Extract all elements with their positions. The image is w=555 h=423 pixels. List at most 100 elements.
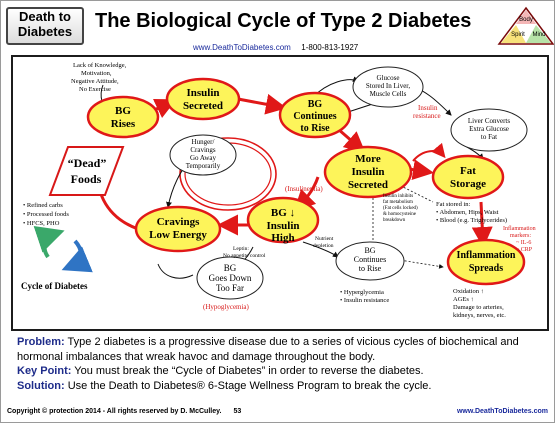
node-bgc-line1: BG — [308, 99, 323, 110]
note-markers-3: ~ IL-6 — [516, 240, 531, 246]
note-fat-stored-1: Fat stored in: — [436, 201, 470, 208]
node-more-insulin-line3: Secreted — [348, 179, 388, 191]
node-bg-continues-rise — [278, 91, 352, 139]
note-ox-1: Oxidation ↑ — [453, 288, 484, 295]
note-lack-2: Motivation, — [81, 70, 112, 77]
note-dead-1: • Refined carbs — [23, 202, 63, 209]
logo-line-2: Diabetes — [17, 24, 73, 39]
node-insulin-line1: Insulin — [186, 87, 219, 99]
node-bg-rises-line2: Rises — [111, 118, 136, 130]
solution-paragraph: Solution: Use the Death to Diabetes® 6-S… — [17, 379, 549, 394]
node-bgc-line3: to Rise — [300, 123, 330, 134]
node-bgc2-line3: to Rise — [359, 264, 382, 273]
node-bg-rises-line1: BG — [115, 105, 131, 117]
node-bgh-line1: BG ↓ — [271, 207, 295, 219]
note-nutrient-2: depletion — [313, 243, 334, 249]
body-spirit-mind-logo: Body Spirit Mind — [497, 6, 554, 45]
node-infl-line2: Spreads — [469, 263, 503, 274]
note-inhibits-3: (Fat cells locked) — [383, 206, 418, 211]
note-leptin-1: Leptin: — [233, 246, 249, 252]
node-gs-line3: Muscle Cells — [370, 90, 407, 98]
node-hunger-line3: Go Away — [190, 154, 216, 162]
node-more-insulin-line1: More — [355, 153, 381, 165]
node-bg-rises — [86, 95, 160, 139]
note-markers-1: Inflammation — [503, 225, 536, 232]
note-markers-4: ~ CRP — [516, 247, 533, 253]
keypoint-label: Key Point: — [17, 365, 72, 378]
triangle-mind-label: Mind — [532, 32, 545, 38]
node-more-insulin — [323, 145, 413, 199]
arrow-fat-to-inflammation — [471, 201, 493, 248]
node-lc-line1: Liver Converts — [468, 117, 510, 125]
note-hyper-1: • Hyperglycemia — [340, 289, 384, 296]
page-number: 53 — [233, 408, 242, 415]
arrow-bgcontinues-to-moreinsulin — [337, 127, 366, 153]
node-bgd-line3: Too Far — [216, 283, 244, 293]
node-bg-insulin-high — [246, 196, 320, 244]
note-inhibits-2: fat metabolism — [383, 200, 413, 205]
logo-badge: Death to Diabetes — [6, 7, 84, 45]
triangle-body-label: Body — [519, 17, 533, 23]
node-hunger — [169, 134, 237, 176]
footer-website-link[interactable]: www.DeathToDiabetes.com — [456, 408, 548, 415]
note-ox-3: Damage to arteries, — [453, 304, 504, 311]
node-bgc2-line1: BG — [364, 246, 375, 255]
problem-label: Problem: — [17, 336, 65, 348]
triangle-spirit-segment — [501, 25, 526, 43]
note-inhibits-5: breakdown — [383, 218, 406, 223]
node-glucose-stored — [352, 66, 424, 108]
triangle-body-segment — [516, 10, 536, 24]
arrow-to-bgcontinues2 — [302, 241, 339, 258]
note-lack-4: No Exercise — [79, 86, 111, 93]
keypoint-text: You must break the “Cycle of Diabetes” i… — [71, 365, 424, 378]
node-liver-converts — [450, 108, 528, 152]
note-inhibits-1: Insulin inhibits — [383, 194, 413, 199]
logo-line-1: Death to — [19, 9, 71, 24]
note-insulin-resistance-2: resistance — [413, 112, 441, 120]
node-fat-storage — [431, 154, 505, 200]
node-bgh-line2: Insulin — [266, 220, 299, 232]
header-website-link[interactable]: www.DeathToDiabetes.com — [193, 43, 291, 52]
cycle-of-diabetes-label: Cycle of Diabetes — [21, 281, 88, 291]
note-fat-stored-2: • Abdomen, Hips, Waist — [436, 209, 499, 216]
page-title: The Biological Cycle of Type 2 Diabetes — [95, 10, 472, 32]
triangle-mind-segment — [526, 25, 551, 43]
node-more-insulin-line2: Insulin — [351, 166, 384, 178]
note-insulin-resistance-1: Insulin — [418, 104, 438, 112]
note-markers-2: markers: — [510, 233, 531, 239]
node-bgc2-line2: Continues — [354, 255, 386, 264]
node-bgh-line3: High — [271, 232, 294, 244]
cycle-icon-green-arrow — [33, 226, 65, 259]
dead-foods-box — [48, 146, 125, 196]
node-bg-goes-down — [196, 256, 264, 300]
problem-text: Type 2 diabetes is a progressive disease… — [17, 336, 519, 363]
footer-copyright: Copyright © protection 2014 - All rights… — [7, 408, 241, 415]
solution-label: Solution: — [17, 379, 65, 392]
arrow-insulin-to-bgcontinues — [237, 93, 287, 115]
arrow-cravings-to-bgdown — [157, 263, 194, 279]
note-fat-stored-3: • Blood (e.g. Triglycerides) — [436, 217, 507, 224]
node-lc-line3: to Fat — [481, 133, 497, 141]
note-hyper-2: • Insulin resistance — [340, 297, 389, 304]
note-hypoglycemia: (Hypoglycemia) — [203, 303, 250, 311]
arrow-fat-loop — [412, 142, 446, 162]
node-bgd-line2: Goes Down — [209, 273, 252, 283]
node-infl-line1: Inflammation — [457, 250, 516, 261]
problem-paragraph: Problem: Type 2 diabetes is a progressiv… — [17, 335, 549, 364]
contact-line: www.DeathToDiabetes.com 1-800-813-1927 — [193, 43, 358, 52]
note-ox-4: kidneys, nerves, etc. — [453, 312, 506, 319]
node-hunger-line1: Hunger/ — [192, 138, 215, 146]
node-hunger-line4: Temporarily — [186, 162, 221, 170]
node-lc-line2: Extra Glucose — [469, 125, 509, 133]
dashed-line-fat — [392, 181, 434, 203]
note-dead-3: • HFCS, PHO — [23, 220, 60, 227]
keypoint-paragraph: Key Point: You must break the “Cycle of … — [17, 364, 549, 379]
node-fat-line2: Storage — [450, 178, 486, 190]
node-insulin-secreted — [165, 77, 241, 121]
copyright-text: Copyright © protection 2014 - All rights… — [7, 408, 222, 415]
note-ox-2: AGEs ↑ — [453, 296, 474, 303]
header-phone: 1-800-813-1927 — [301, 43, 359, 52]
node-insulin-line2: Secreted — [183, 100, 223, 112]
node-bg-continues-rise-2 — [335, 241, 405, 281]
